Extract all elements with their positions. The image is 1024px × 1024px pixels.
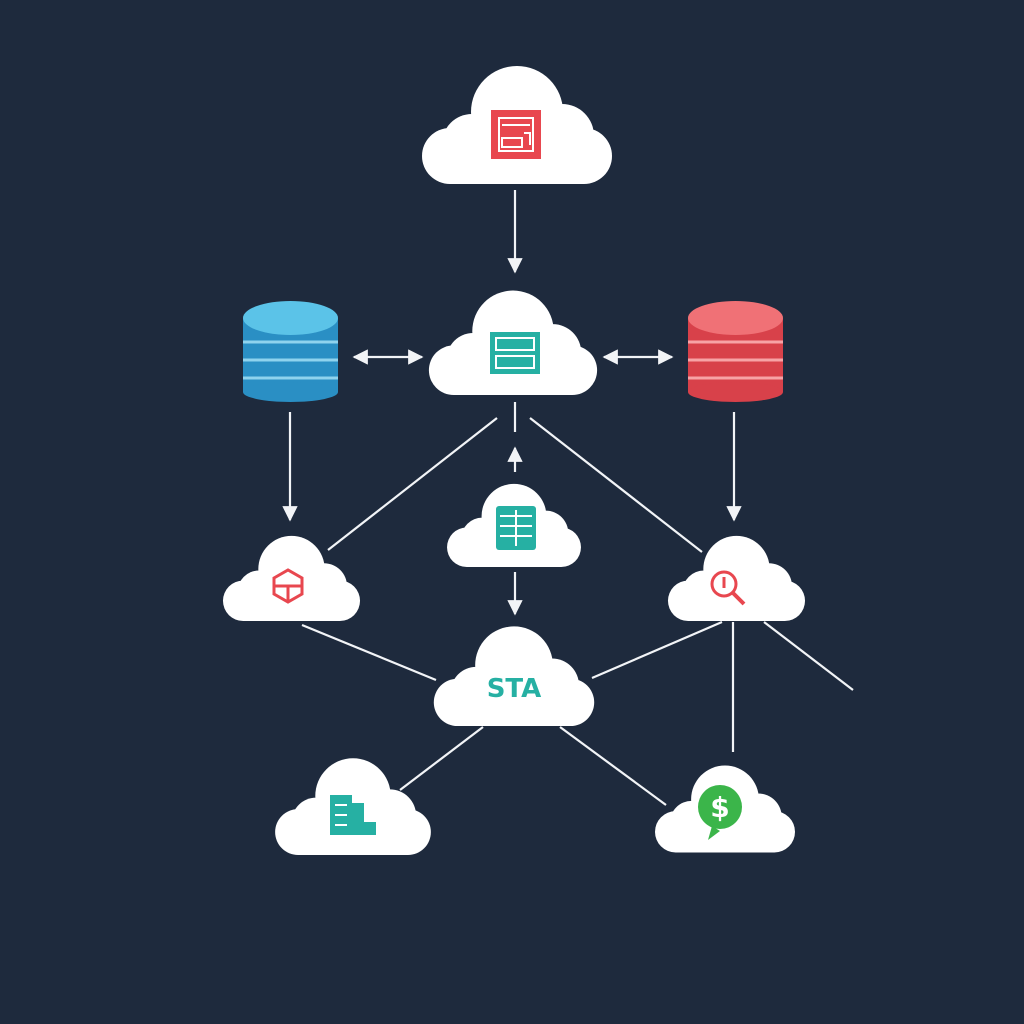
line-center-bottom-right (559, 726, 667, 806)
svg-text:$: $ (710, 791, 729, 824)
line-right-out (763, 621, 854, 691)
database-left (243, 301, 338, 402)
line-hub-right (529, 417, 703, 553)
document-icon (491, 110, 541, 159)
line-center-bottom-left (399, 726, 484, 791)
cloud-right (667, 535, 806, 621)
office-building-icon (330, 795, 376, 835)
box-icon (272, 568, 304, 604)
database-right (688, 301, 783, 402)
server-icon (490, 332, 540, 374)
center-node-label: STA (487, 674, 542, 704)
dollar-icon: $ (698, 785, 742, 840)
building-icon (496, 506, 536, 550)
line-right-center (591, 620, 723, 680)
connectors (282, 190, 854, 806)
line-left-center (301, 623, 437, 682)
search-icon (710, 570, 746, 606)
cloud-left (222, 535, 361, 621)
line-hub-left (327, 417, 498, 551)
